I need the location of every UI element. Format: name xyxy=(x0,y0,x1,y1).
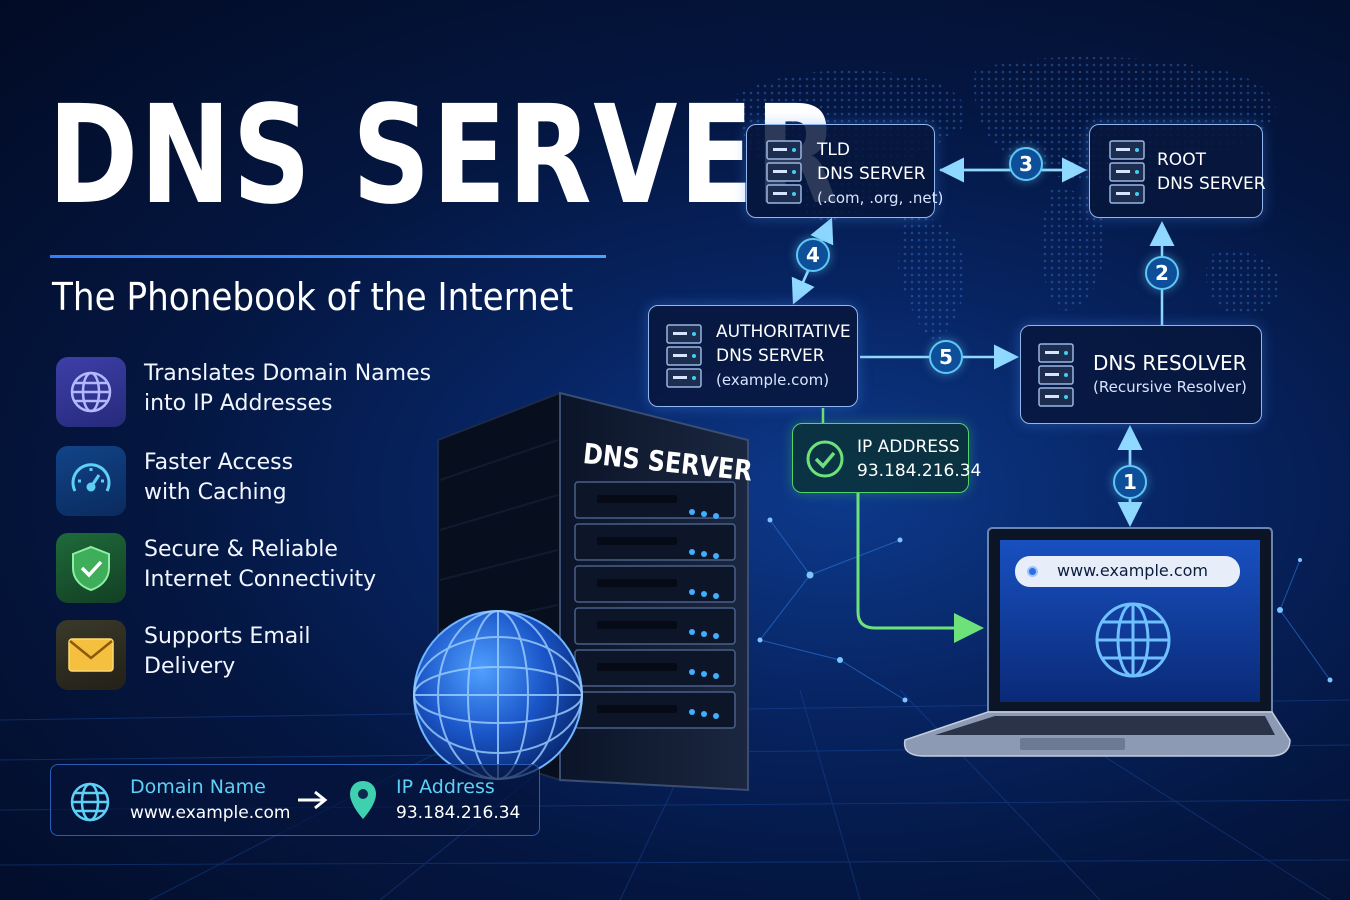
ip-address-result: IP ADDRESS 93.184.216.34 xyxy=(792,423,981,493)
dns-resolver-node: DNS RESOLVER (Recursive Resolver) xyxy=(1020,325,1262,424)
feature-text-line: Secure & Reliable xyxy=(144,537,338,562)
step-badge-3: 3 xyxy=(1009,147,1043,181)
envelope-icon xyxy=(56,620,126,690)
feature-item-security: Secure & Reliable Internet Connectivity xyxy=(56,533,496,603)
step-badge-4: 4 xyxy=(796,238,830,272)
feature-text-line: Delivery xyxy=(144,654,236,679)
speedometer-icon xyxy=(56,446,126,516)
feature-text-line: Supports Email xyxy=(144,624,311,649)
secure-dot-icon xyxy=(1027,566,1038,577)
tld-dns-server-node: TLD DNS SERVER (.com, .org, .net) xyxy=(746,124,943,218)
globe-icon xyxy=(70,782,110,822)
node-title: DNS SERVER xyxy=(817,164,926,184)
domain-to-ip-mapping: Domain Name www.example.com IP Address 9… xyxy=(50,764,540,836)
globe-graphic xyxy=(413,610,583,780)
feature-text-line: Faster Access xyxy=(144,450,294,475)
check-circle-icon xyxy=(806,440,844,478)
root-dns-server-node: ROOT DNS SERVER xyxy=(1089,124,1266,218)
step-badge-1: 1 xyxy=(1113,465,1147,499)
title-divider xyxy=(50,255,606,258)
feature-text-line: with Caching xyxy=(144,480,287,505)
node-title: TLD xyxy=(817,140,850,160)
location-pin-icon xyxy=(350,781,376,819)
domain-name-label: Domain Name xyxy=(130,776,266,798)
node-title: DNS SERVER xyxy=(716,346,825,366)
ip-result-label: IP ADDRESS xyxy=(857,437,960,457)
ip-address-label: IP Address xyxy=(396,776,495,798)
server-rack-icon xyxy=(666,324,702,388)
ip-result-value: 93.184.216.34 xyxy=(857,461,982,481)
arrow-right-icon xyxy=(298,790,328,810)
server-rack-icon xyxy=(1109,140,1145,204)
step-badge-2: 2 xyxy=(1145,256,1179,290)
feature-item-email: Supports Email Delivery xyxy=(56,620,496,690)
node-title: DNS SERVER xyxy=(1157,174,1266,194)
main-title: DNS SERVER xyxy=(48,77,841,235)
shield-check-icon xyxy=(56,533,126,603)
authoritative-dns-server-node: AUTHORITATIVE DNS SERVER (example.com) xyxy=(648,305,858,407)
subtitle: The Phonebook of the Internet xyxy=(52,275,574,319)
node-subtitle: (Recursive Resolver) xyxy=(1093,378,1247,396)
step-badge-5: 5 xyxy=(929,340,963,374)
node-title: AUTHORITATIVE xyxy=(716,322,851,342)
feature-text-line: Translates Domain Names xyxy=(144,361,432,386)
ip-address-value: 93.184.216.34 xyxy=(396,803,521,823)
server-rack-icon xyxy=(1038,343,1074,407)
feature-item-translate: Translates Domain Names into IP Addresse… xyxy=(56,357,496,427)
node-subtitle: (.com, .org, .net) xyxy=(817,189,944,207)
globe-icon xyxy=(56,357,126,427)
feature-item-caching: Faster Access with Caching xyxy=(56,446,496,516)
network-constellation xyxy=(759,519,1331,701)
node-subtitle: (example.com) xyxy=(716,371,830,389)
node-title: DNS RESOLVER xyxy=(1093,351,1247,375)
feature-text-line: into IP Addresses xyxy=(144,391,333,416)
browser-url-text: www.example.com xyxy=(1057,561,1208,580)
browser-address-bar[interactable]: www.example.com xyxy=(1015,556,1240,587)
feature-text-line: Internet Connectivity xyxy=(144,567,377,592)
node-title: ROOT xyxy=(1157,150,1206,170)
domain-name-value: www.example.com xyxy=(130,803,291,823)
server-rack-icon xyxy=(766,140,802,204)
